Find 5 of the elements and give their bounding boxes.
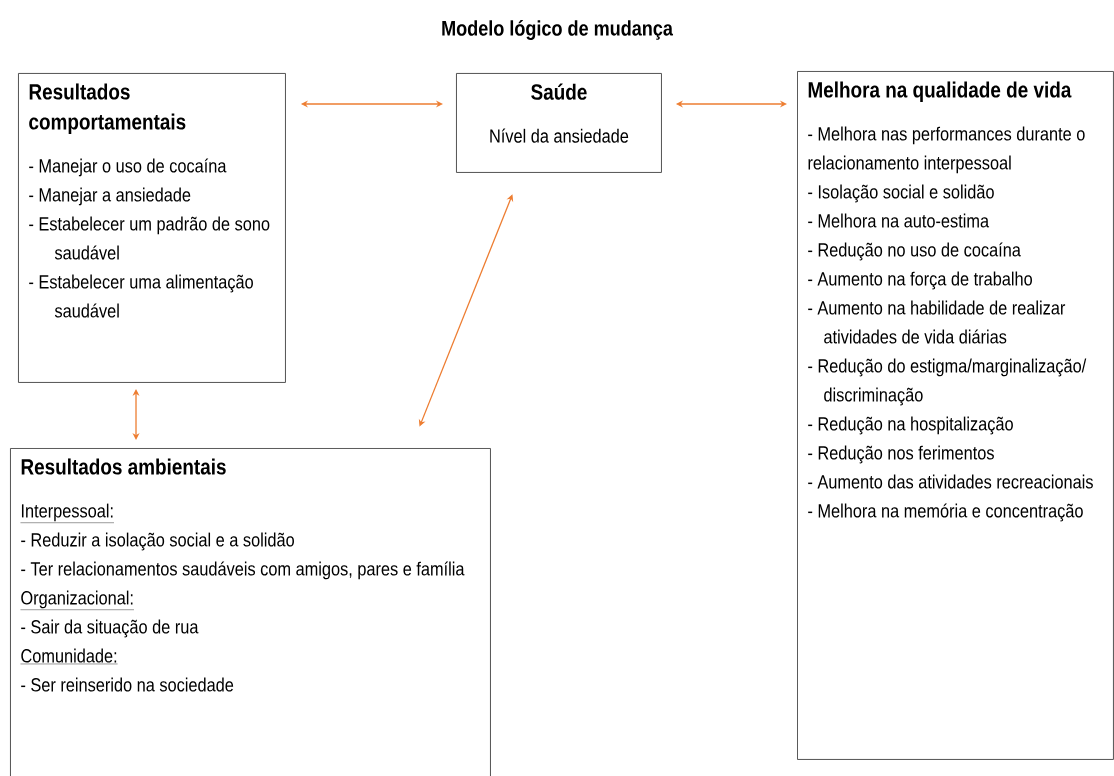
outcome-box: Resultados comportamentais - Manejar o uso de cocaína - Manejar a ansiedade - Estabelecer um padrão de sono saudável - Estabelecer uma alimentação saudável	[18, 73, 286, 383]
diagram-title: Modelo lógico de mudança	[442, 20, 674, 40]
outcome-box: Melhora na qualidade de vida - Melhora nas performances durante o relacionamento interpessoal - Isolação social e solidão - Melhora na auto-estima - Redução no uso de cocaína - Aumento na força de trabalho - Aumento na habilidade de realizar atividades de vida diárias - Redução do estigma/marginalização/ discriminação - Redução na hospitalização - Redução nos ferimentos - Aumento das atividades recreacionais - Melhora na memória e concentração	[797, 71, 1114, 760]
outcome-box: Resultados ambientais Interpessoal: - Reduzir a isolação social e a solidão - Ter relacionamentos saudáveis com amigos, pares e família Organizacional: - Sair da situação de rua Comunidade: - Ser reinserido na sociedade	[10, 448, 491, 776]
outcome-box: Saúde Nível da ansiedade	[456, 73, 662, 173]
